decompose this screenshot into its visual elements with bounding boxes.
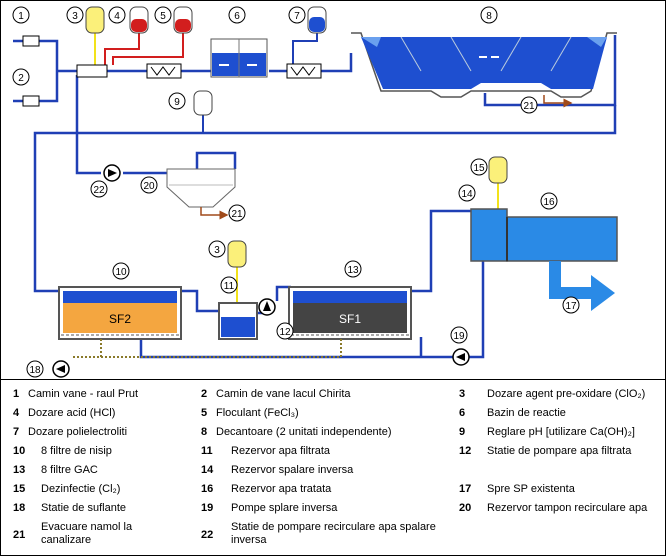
dosing-container-15 (488, 156, 508, 184)
svg-text:10: 10 (115, 267, 127, 278)
svg-text:16: 16 (543, 197, 555, 208)
svg-text:22: 22 (93, 185, 105, 196)
dosing-container-3 (85, 6, 105, 34)
dosing-container-9 (193, 90, 213, 116)
dosing-container-7 (307, 6, 327, 34)
valve-inlet-1 (22, 35, 40, 47)
svg-text:1: 1 (18, 11, 24, 22)
pump-19 (452, 348, 470, 366)
svg-text:14: 14 (461, 189, 473, 200)
filtered-water-tank (218, 302, 258, 340)
pump-22 (103, 164, 121, 182)
blower-18 (52, 360, 70, 378)
callout-20: 20 (140, 176, 158, 194)
reaction-basin (210, 38, 268, 78)
callouts: 1 2 3 4 5 6 7 8 9 21 22 20 21 15 14 16 3… (12, 6, 580, 378)
mixing-box (76, 64, 108, 78)
dosing-lines (94, 31, 499, 303)
dosing-container-3b (227, 240, 247, 268)
svg-text:3: 3 (72, 11, 78, 22)
decanter (351, 32, 617, 108)
dosing-container-4 (129, 6, 149, 34)
treated-water-reservoir (506, 216, 618, 262)
label-sf2: SF2 (109, 312, 131, 326)
callout-7: 7 (288, 6, 306, 24)
svg-text:9: 9 (174, 97, 180, 108)
buffer-tank (166, 168, 236, 220)
callout-8: 8 (480, 6, 498, 24)
callout-10: 10 (112, 262, 130, 280)
callout-13: 13 (344, 260, 362, 278)
gac-filter-sf1 (288, 286, 412, 340)
callout-14: 14 (458, 184, 476, 202)
svg-text:6: 6 (234, 11, 240, 22)
callout-15: 15 (470, 158, 488, 176)
svg-text:2: 2 (18, 73, 24, 84)
sand-filter-sf2 (58, 286, 182, 340)
callout-17: 17 (562, 296, 580, 314)
callout-22: 22 (90, 180, 108, 198)
valve-inlet-2 (22, 95, 40, 107)
backwash-reservoir (470, 208, 508, 262)
svg-text:21: 21 (523, 101, 535, 112)
static-mixer-2 (286, 63, 322, 79)
svg-text:11: 11 (224, 281, 235, 292)
svg-text:19: 19 (453, 331, 465, 342)
callout-21b: 21 (228, 204, 246, 222)
callout-11: 11 (220, 276, 238, 294)
pump-12 (258, 298, 276, 316)
callout-1: 1 (12, 6, 30, 24)
callout-3b: 3 (208, 240, 226, 258)
svg-text:15: 15 (473, 163, 485, 174)
callout-19: 19 (450, 326, 468, 344)
callout-5: 5 (154, 6, 172, 24)
callout-4: 4 (108, 6, 126, 24)
svg-text:8: 8 (486, 11, 492, 22)
flow-schematic: 1 2 3 4 5 6 7 8 9 21 22 20 21 15 14 16 3… (12, 6, 618, 378)
static-mixer-1 (146, 63, 182, 79)
svg-text:17: 17 (565, 301, 577, 312)
callout-12: 12 (276, 322, 294, 340)
callout-21a: 21 (520, 96, 538, 114)
callout-2: 2 (12, 68, 30, 86)
air-line (73, 337, 342, 358)
callout-9: 9 (168, 92, 186, 110)
callout-18: 18 (26, 360, 44, 378)
svg-text:5: 5 (160, 11, 166, 22)
svg-text:3: 3 (214, 245, 220, 256)
svg-text:12: 12 (279, 327, 291, 338)
svg-text:21: 21 (231, 209, 243, 220)
callout-3a: 3 (66, 6, 84, 24)
callout-16: 16 (540, 192, 558, 210)
svg-text:4: 4 (114, 11, 120, 22)
svg-text:20: 20 (143, 181, 155, 192)
dosing-container-5 (173, 6, 193, 34)
svg-text:7: 7 (294, 11, 300, 22)
label-sf1: SF1 (339, 312, 361, 326)
svg-text:13: 13 (347, 265, 359, 276)
callout-6: 6 (228, 6, 246, 24)
outlet-arrow (549, 261, 615, 311)
svg-text:18: 18 (29, 365, 41, 376)
